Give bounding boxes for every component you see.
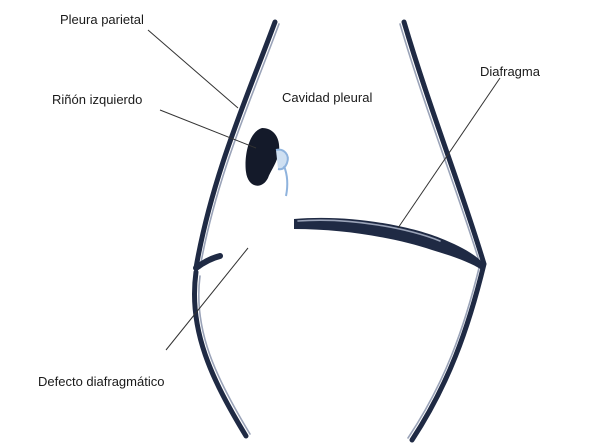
ureter <box>284 166 287 196</box>
leader-pleura-parietal <box>148 30 238 108</box>
label-diafragma: Diafragma <box>480 64 541 79</box>
label-pleura-parietal: Pleura parietal <box>60 12 144 27</box>
diaphragm <box>294 218 484 270</box>
kidney-shape <box>246 128 280 186</box>
left-kidney <box>246 128 288 196</box>
diaphragm-muscle <box>294 218 484 270</box>
label-rinon-izquierdo: Riñón izquierdo <box>52 92 142 107</box>
left-thoracic-wall-lower <box>194 272 250 436</box>
renal-pelvis <box>276 150 288 170</box>
label-cavidad-pleural: Cavidad pleural <box>282 90 372 105</box>
leader-diafragma <box>398 78 500 228</box>
label-defecto-diafragmatico: Defecto diafragmático <box>38 374 164 389</box>
